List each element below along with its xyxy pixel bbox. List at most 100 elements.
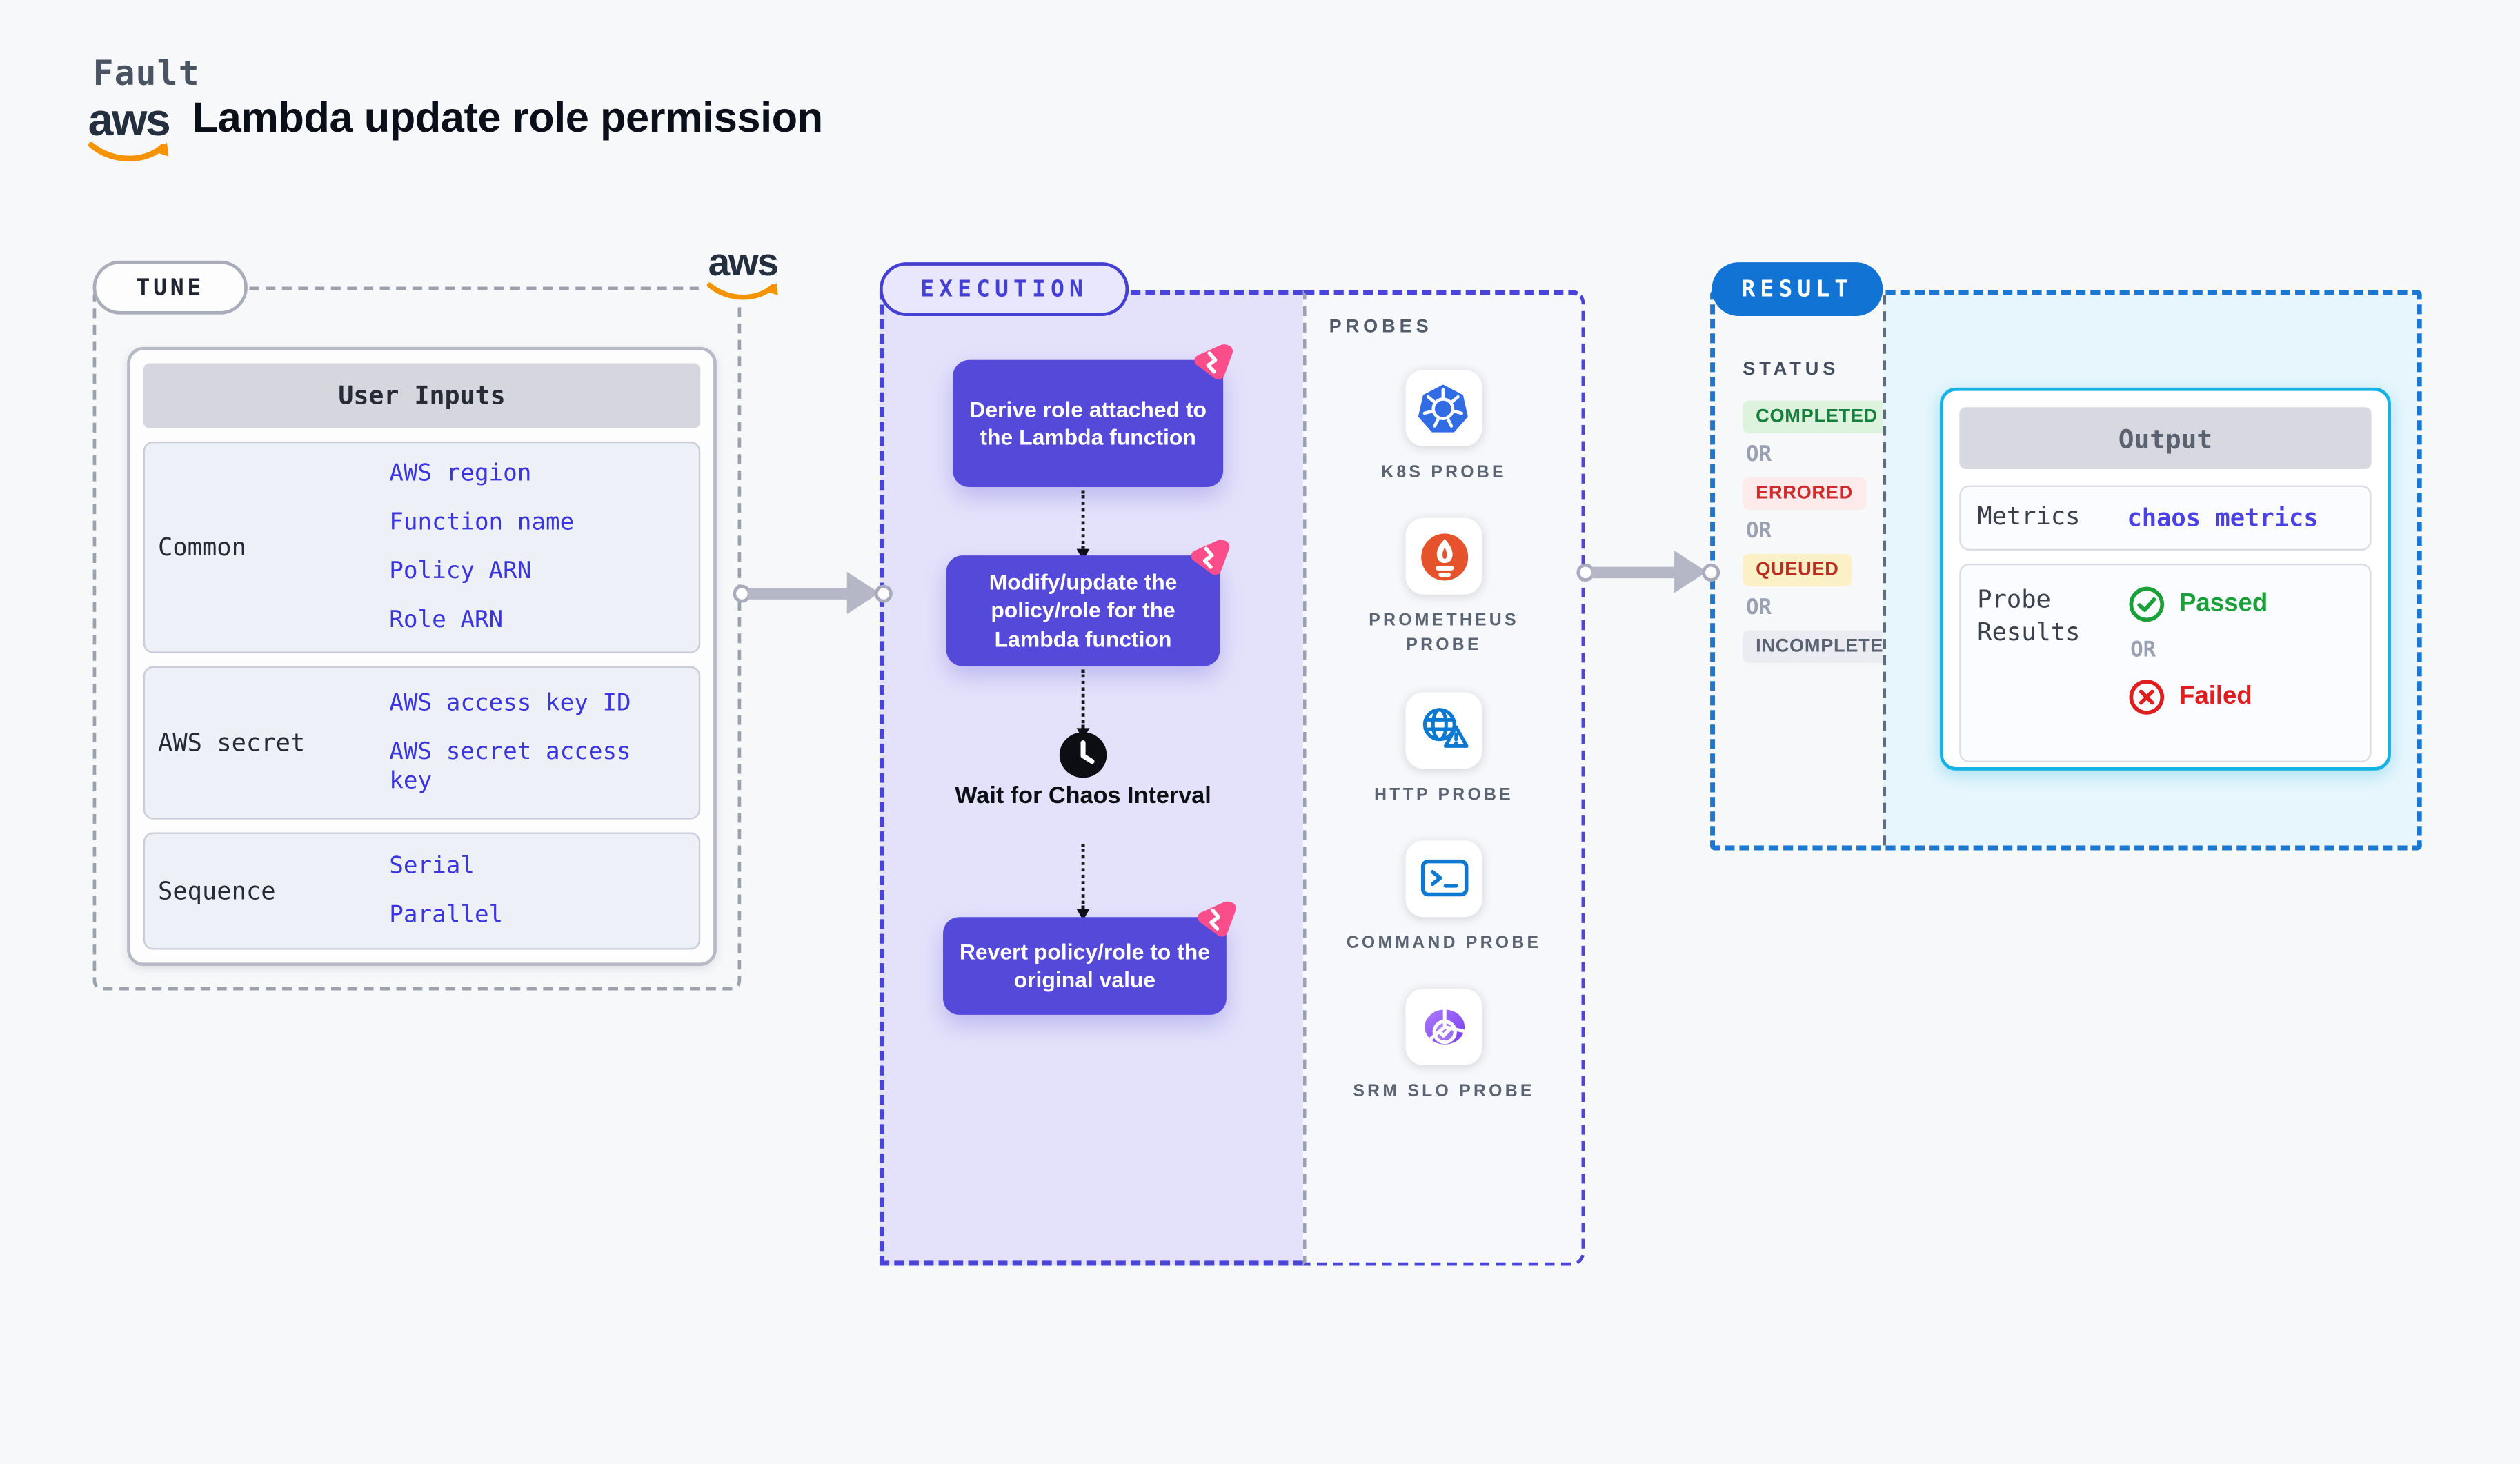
input-link[interactable]: Parallel bbox=[389, 902, 504, 929]
probe-item-srm-slo: SRM SLO PROBE bbox=[1353, 989, 1534, 1105]
aws-logo-tune: aws bbox=[698, 241, 787, 307]
tune-badge: TUNE bbox=[92, 260, 248, 315]
result-output-panel-area: Output Metrics chaos metrics Probe Resul… bbox=[1883, 295, 2417, 846]
aws-logo-text: aws bbox=[708, 241, 779, 286]
passed-label: Passed bbox=[2179, 589, 2268, 617]
flow-arrow-down bbox=[1075, 669, 1089, 740]
arrowhead-icon bbox=[1674, 551, 1707, 593]
metrics-row: Metrics chaos metrics bbox=[1959, 485, 2372, 551]
input-group-aws-secret: AWS secret AWS access key ID AWS secret … bbox=[143, 666, 701, 820]
input-links: AWS region Function name Policy ARN Role… bbox=[389, 443, 674, 651]
probe-results-row: Probe Results Passed OR bbox=[1959, 563, 2372, 762]
flow-arrow-down bbox=[1075, 490, 1089, 561]
wait-interval-label: Wait for Chaos Interval bbox=[955, 783, 1211, 810]
input-group-label: Sequence bbox=[158, 876, 276, 906]
step-label: Derive role attached to the Lambda funct… bbox=[969, 397, 1207, 450]
probes-list: K8S PROBE PROMETHEUS PROBE bbox=[1307, 369, 1582, 1105]
probe-item-http: HTTP PROBE bbox=[1374, 691, 1514, 808]
or-separator: OR bbox=[1745, 443, 1772, 468]
probe-results-values: Passed OR Failed bbox=[2127, 585, 2268, 717]
x-circle-icon bbox=[2129, 680, 2165, 715]
step-label: Revert policy/role to the original value bbox=[959, 939, 1210, 992]
or-separator: OR bbox=[1745, 520, 1772, 544]
probe-label: SRM SLO PROBE bbox=[1353, 1081, 1535, 1102]
page-title: Lambda update role permission bbox=[192, 92, 824, 142]
kubernetes-wheel-icon bbox=[1405, 369, 1482, 446]
execution-flow-panel: Derive role attached to the Lambda funct… bbox=[879, 290, 1303, 1266]
aws-smile-icon bbox=[88, 141, 169, 161]
input-group-label: Common bbox=[158, 533, 246, 562]
status-badge-completed: COMPLETED bbox=[1743, 400, 1891, 434]
input-link[interactable]: Serial bbox=[389, 853, 475, 880]
probe-item-command: COMMAND PROBE bbox=[1347, 840, 1542, 956]
chaos-triangle-icon bbox=[1198, 901, 1236, 937]
probe-label: K8S PROBE bbox=[1381, 462, 1507, 482]
connector-endpoint-icon bbox=[874, 584, 893, 602]
input-link[interactable]: Role ARN bbox=[389, 607, 504, 634]
flow-arrow-down bbox=[1075, 843, 1089, 920]
input-group-common: Common AWS region Function name Policy A… bbox=[143, 441, 701, 653]
output-card: Output Metrics chaos metrics Probe Resul… bbox=[1939, 387, 2391, 771]
input-group-sequence: Sequence Serial Parallel bbox=[143, 832, 701, 950]
fault-kind-label: Fault bbox=[92, 53, 200, 93]
chaos-metrics-link[interactable]: chaos metrics bbox=[2127, 503, 2319, 533]
status-badge-errored: ERRORED bbox=[1743, 477, 1866, 510]
passed-result: Passed bbox=[2127, 585, 2268, 624]
step-modify-policy-node: Modify/update the policy/role for the La… bbox=[946, 540, 1230, 666]
pie-check-icon bbox=[1405, 989, 1482, 1066]
result-section: STATUS COMPLETED OR ERRORED OR QUEUED OR… bbox=[1710, 290, 2422, 851]
tune-section bbox=[92, 286, 742, 991]
globe-warning-icon bbox=[1405, 691, 1482, 769]
chaos-triangle-icon bbox=[1194, 344, 1233, 380]
execution-section: Derive role attached to the Lambda funct… bbox=[879, 290, 1585, 1266]
probes-title: PROBES bbox=[1329, 317, 1433, 337]
aws-logo: aws bbox=[86, 94, 171, 164]
user-inputs-card: User Inputs Common AWS region Function n… bbox=[127, 346, 717, 967]
execution-to-result-arrow bbox=[1576, 549, 1720, 595]
probe-item-prometheus: PROMETHEUS PROBE bbox=[1342, 518, 1545, 659]
probe-results-label: Probe Results bbox=[1977, 584, 2081, 646]
probe-item-k8s: K8S PROBE bbox=[1381, 369, 1507, 486]
status-column: STATUS COMPLETED OR ERRORED OR QUEUED OR… bbox=[1715, 295, 1911, 845]
input-link[interactable]: AWS region bbox=[389, 460, 532, 487]
metrics-label: Metrics bbox=[1977, 502, 2081, 532]
step-revert-policy-node: Revert policy/role to the original value bbox=[943, 901, 1236, 1015]
input-links: AWS access key ID AWS secret access key bbox=[389, 668, 674, 818]
input-link[interactable]: AWS access key ID bbox=[389, 690, 631, 717]
input-link[interactable]: Policy ARN bbox=[389, 558, 532, 585]
or-separator: OR bbox=[2130, 638, 2156, 663]
status-badge-incompleted: INCOMPLETED bbox=[1743, 630, 1911, 663]
step-derive-role-node: Derive role attached to the Lambda funct… bbox=[953, 344, 1233, 487]
execution-badge: EXECUTION bbox=[879, 262, 1129, 317]
result-badge: RESULT bbox=[1712, 262, 1883, 317]
input-group-label: AWS secret bbox=[158, 728, 306, 758]
failed-label: Failed bbox=[2179, 682, 2252, 711]
status-badge-queued: QUEUED bbox=[1743, 553, 1852, 586]
chaos-triangle-icon bbox=[1191, 540, 1230, 575]
connector-line bbox=[1591, 566, 1678, 577]
input-link[interactable]: Function name bbox=[389, 509, 575, 536]
input-link[interactable]: AWS secret access key bbox=[389, 739, 631, 795]
failed-result: Failed bbox=[2127, 677, 2268, 717]
probe-label: PROMETHEUS PROBE bbox=[1369, 611, 1519, 656]
prometheus-flame-icon bbox=[1405, 518, 1482, 595]
check-circle-icon bbox=[2129, 586, 2165, 622]
user-inputs-title: User Inputs bbox=[143, 363, 701, 428]
probe-label: COMMAND PROBE bbox=[1346, 933, 1542, 953]
aws-smile-icon bbox=[706, 283, 778, 301]
status-title: STATUS bbox=[1743, 359, 1840, 380]
probes-panel: PROBES bbox=[1302, 290, 1585, 1266]
or-separator: OR bbox=[1745, 596, 1772, 621]
step-label: Modify/update the policy/role for the La… bbox=[989, 570, 1178, 651]
input-links: Serial Parallel bbox=[389, 834, 674, 948]
aws-logo-text: aws bbox=[88, 94, 171, 146]
connector-endpoint-icon bbox=[1702, 562, 1720, 581]
arrowhead-icon bbox=[846, 571, 880, 615]
output-title: Output bbox=[1959, 407, 2372, 469]
terminal-icon bbox=[1405, 840, 1482, 917]
status-list: COMPLETED OR ERRORED OR QUEUED OR INCOMP… bbox=[1743, 400, 1911, 663]
tune-to-execution-arrow bbox=[733, 570, 893, 615]
connector-line bbox=[747, 587, 851, 599]
probe-label: HTTP PROBE bbox=[1374, 784, 1514, 804]
